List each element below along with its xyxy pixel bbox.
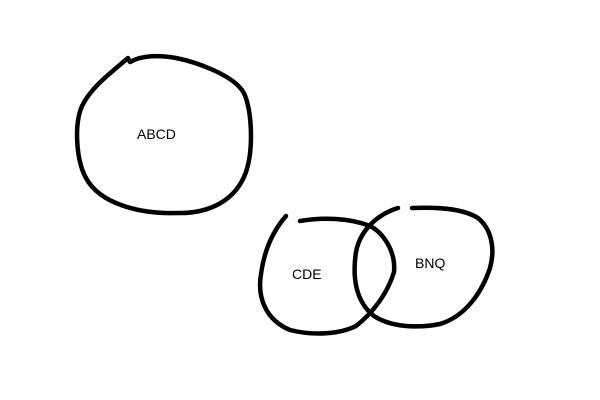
circle-abcd [74, 53, 254, 216]
circle-label-bnq: BNQ [415, 255, 446, 271]
circle-label-abcd: ABCD [137, 126, 176, 142]
circle-bnq [352, 205, 495, 329]
circle-label-cde: CDE [292, 266, 322, 282]
